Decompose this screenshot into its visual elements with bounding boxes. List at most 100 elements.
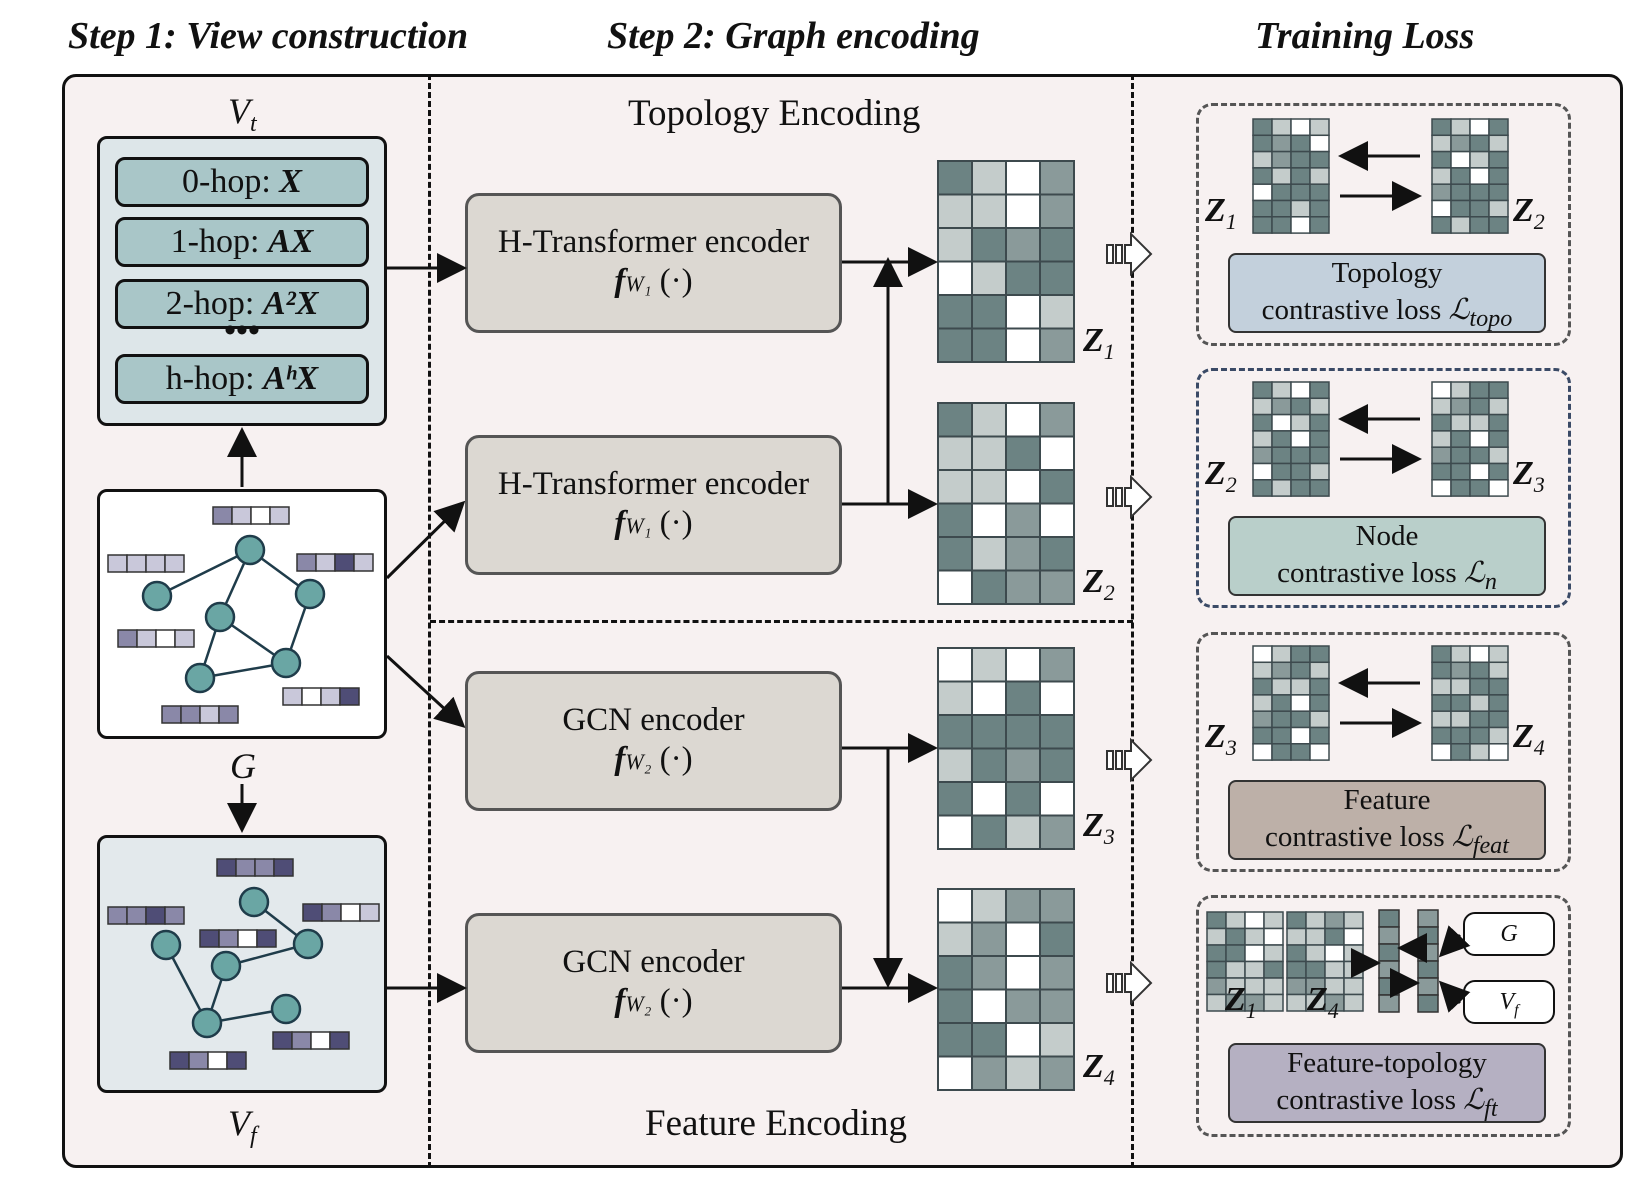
loss2-left-matrix-cell: [1252, 413, 1273, 432]
flow-arrow-1: [1124, 231, 1153, 277]
feature-vector: [320, 687, 341, 706]
loss3-left-matrix-cell: [1271, 726, 1292, 745]
loss1-left-matrix-cell: [1252, 216, 1273, 234]
loss1-left-matrix-cell: [1271, 183, 1292, 202]
z2-matrix-cell: [1005, 402, 1041, 438]
ft-column-vector: [1417, 960, 1439, 979]
z3-matrix-cell: [937, 747, 973, 783]
loss1-right-matrix-cell: [1431, 183, 1452, 202]
z3-matrix-cell: [1005, 747, 1041, 783]
z4-matrix-cell: [1005, 1022, 1041, 1058]
loss2-left-matrix-cell: [1271, 446, 1292, 465]
z4-matrix-cell: [1039, 1022, 1075, 1058]
loss3-left-matrix-cell: [1309, 710, 1330, 729]
feature-vector: [180, 705, 201, 724]
z2-matrix-cell: [937, 569, 973, 605]
loss2-right-matrix-cell: [1450, 479, 1471, 497]
loss2-right-matrix-cell: [1469, 381, 1490, 400]
z2-matrix-cell: [1039, 469, 1075, 505]
loss4-z1-matrix-cell: [1263, 993, 1284, 1012]
hop-h-pill: h-hop: AʰX: [115, 354, 369, 404]
loss2-left-matrix-cell: [1252, 430, 1273, 448]
ft-arrow-from-g: [1438, 925, 1471, 958]
ft-column-vector: [1378, 994, 1400, 1013]
z2-matrix-cell: [937, 536, 973, 572]
loss1-right-matrix-cell: [1469, 118, 1490, 137]
loss4-z1-matrix-cell: [1206, 927, 1227, 946]
feature-vector: [218, 929, 239, 948]
vt-label: Vt: [228, 91, 257, 138]
loss1-right-matrix-cell: [1488, 134, 1509, 153]
loss3-left-matrix-cell: [1290, 743, 1311, 761]
loss2-right-matrix-cell: [1488, 479, 1509, 497]
loss3-left-matrix-cell: [1290, 710, 1311, 729]
z3-matrix-cell: [971, 814, 1007, 850]
loss1-right-matrix-cell: [1450, 216, 1471, 234]
hop-0-pill: 0-hop: X: [115, 157, 369, 207]
loss2-right-matrix-cell: [1469, 430, 1490, 448]
loss4-z4-matrix-cell: [1343, 977, 1364, 996]
loss1-right-matrix-cell: [1450, 167, 1471, 185]
feature-vector: [302, 903, 323, 922]
loss2-left-matrix-cell: [1290, 413, 1311, 432]
loss1-right-matrix-cell: [1431, 216, 1452, 234]
loss4-left-z: Z1: [1225, 981, 1257, 1023]
z4-matrix-cell: [937, 888, 973, 924]
ft-column-vector: [1417, 909, 1439, 928]
graph-node: [292, 928, 324, 960]
feature-loss-box: Feature contrastive loss ℒfeat: [1196, 632, 1571, 872]
loss3-left-matrix-cell: [1290, 661, 1311, 680]
loss4-z1-matrix-cell: [1263, 944, 1284, 963]
loss2-right-matrix-cell: [1450, 397, 1471, 416]
loss2-right-matrix-cell: [1488, 413, 1509, 432]
loss4-z4-matrix-cell: [1305, 960, 1326, 979]
graph-node: [238, 886, 270, 918]
loss2-left-z: Z2: [1205, 455, 1237, 497]
z1-matrix-cell: [1005, 160, 1041, 196]
z4-label: Z4: [1083, 1048, 1115, 1090]
z4-matrix-cell: [971, 1022, 1007, 1058]
loss2-right-matrix-cell: [1450, 413, 1471, 432]
loss1-left-matrix-cell: [1290, 150, 1311, 169]
loss3-right-matrix-cell: [1450, 710, 1471, 729]
loss2-right-matrix-cell: [1431, 446, 1452, 465]
loss3-right-matrix-cell: [1431, 645, 1452, 664]
loss1-right-matrix-cell: [1488, 183, 1509, 202]
feature-vector: [212, 506, 233, 525]
ft-column-vector: [1378, 909, 1400, 928]
loss2-right-matrix-cell: [1469, 446, 1490, 465]
ft-column-vector: [1378, 943, 1400, 962]
z4-matrix-cell: [971, 921, 1007, 957]
loss3-left-matrix-cell: [1271, 661, 1292, 680]
loss1-right-matrix-cell: [1450, 199, 1471, 218]
z3-matrix-cell: [1005, 647, 1041, 683]
z3-matrix-cell: [1039, 747, 1075, 783]
z3-label: Z3: [1083, 807, 1115, 849]
z1-matrix-cell: [1039, 260, 1075, 296]
loss1-right-matrix-cell: [1431, 150, 1452, 169]
loss3-right-matrix-cell: [1431, 677, 1452, 696]
feature-vector: [226, 1051, 247, 1070]
feature-vector: [174, 629, 195, 648]
loss1-left-matrix-cell: [1290, 183, 1311, 202]
feature-vector: [237, 929, 258, 948]
loss2-right-matrix-cell: [1450, 446, 1471, 465]
loss1-right-matrix-cell: [1469, 167, 1490, 185]
loss3-left-matrix-cell: [1271, 710, 1292, 729]
graph-node: [270, 993, 302, 1025]
loss2-right-matrix-cell: [1431, 413, 1452, 432]
loss1-left-matrix-cell: [1271, 150, 1292, 169]
loss4-z4-matrix-cell: [1286, 927, 1307, 946]
loss4-z4-matrix-cell: [1343, 993, 1364, 1012]
z4-matrix-cell: [1005, 1055, 1041, 1091]
feature-vector: [359, 903, 380, 922]
loss1-right-matrix-cell: [1431, 118, 1452, 137]
loss2-left-matrix-cell: [1271, 381, 1292, 400]
feature-encoding-label: Feature Encoding: [645, 1103, 907, 1144]
loss3-right-matrix-cell: [1450, 677, 1471, 696]
loss3-left-matrix-cell: [1252, 694, 1273, 712]
feature-vector: [321, 903, 342, 922]
z2-matrix-cell: [937, 502, 973, 538]
loss1-right-matrix-cell: [1488, 150, 1509, 169]
loss3-right-matrix-cell: [1488, 710, 1509, 729]
